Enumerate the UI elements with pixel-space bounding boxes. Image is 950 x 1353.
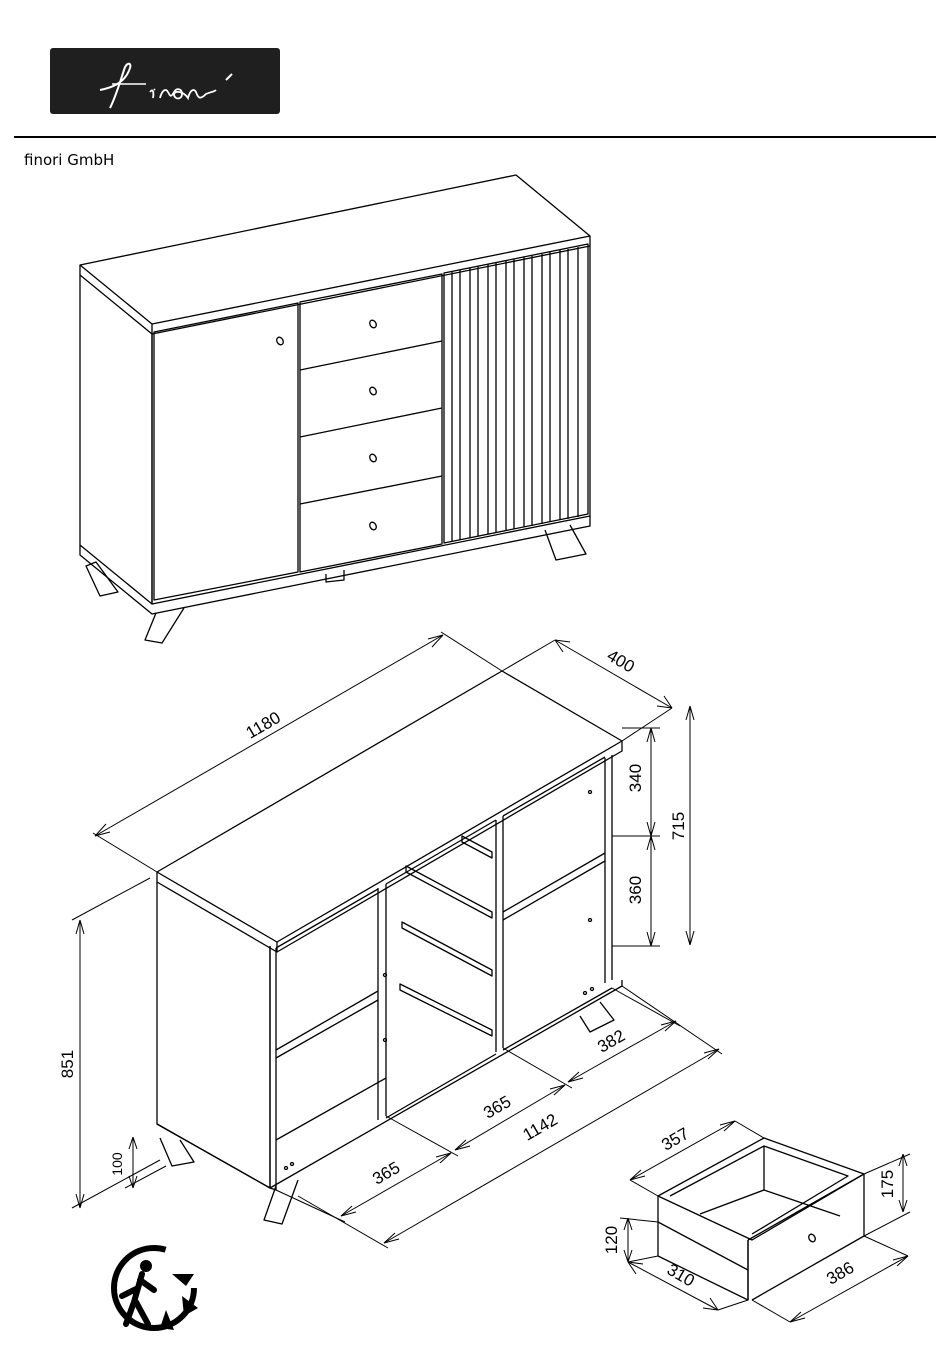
dim-lower-shelf: 360 xyxy=(626,876,645,904)
dim-left-compartment: 365 xyxy=(369,1158,403,1189)
dim-upper-shelf: 340 xyxy=(626,764,645,792)
triman-recycle-icon xyxy=(114,1248,198,1330)
dim-total-height: 851 xyxy=(58,1050,77,1078)
dim-drawer-side-height: 120 xyxy=(602,1226,621,1254)
sideboard-perspective xyxy=(80,175,590,643)
dim-drawer-inner-width: 310 xyxy=(664,1260,698,1291)
dimension-lines xyxy=(72,632,722,1248)
dim-width-top: 1180 xyxy=(243,708,284,743)
dim-inner-width: 1142 xyxy=(520,1110,561,1145)
sideboard-open-view xyxy=(157,671,622,1224)
dim-leg-height: 100 xyxy=(109,1152,125,1176)
dim-depth-top: 400 xyxy=(604,646,638,677)
dim-right-compartment: 382 xyxy=(594,1026,628,1057)
dim-drawer-inner-depth: 357 xyxy=(658,1124,692,1155)
dim-drawer-height: 175 xyxy=(878,1170,897,1198)
dim-inner-height: 715 xyxy=(669,812,688,840)
dim-drawer-width: 386 xyxy=(823,1258,857,1289)
